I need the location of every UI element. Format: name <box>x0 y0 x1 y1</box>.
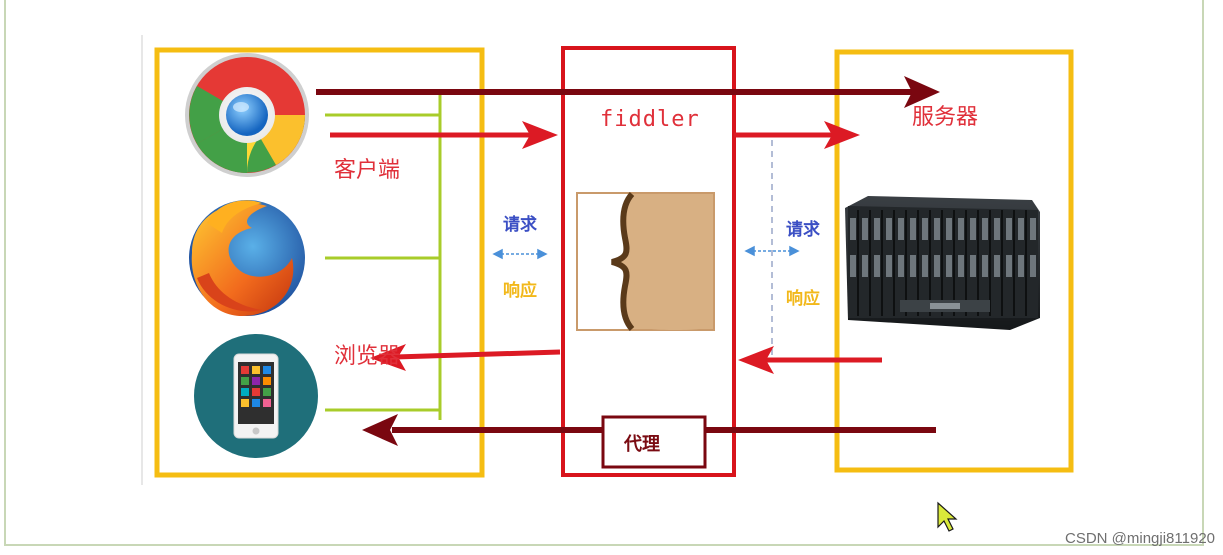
proxy-label: 代理 <box>624 430 660 456</box>
left-bidirectional-arrow-icon <box>494 250 546 258</box>
fiddler-logo-icon <box>576 192 715 331</box>
direct-request-arrow <box>316 76 940 108</box>
client-to-fiddler-arrow <box>330 121 558 149</box>
server-to-fiddler-arrow <box>738 346 882 374</box>
fiddler-label: fiddler <box>600 107 700 132</box>
right-response-label: 响应 <box>786 284 820 309</box>
client-connector-lines <box>325 95 440 420</box>
left-response-label: 响应 <box>503 276 537 301</box>
server-label: 服务器 <box>912 99 978 131</box>
watermark: CSDN @mingji811920 <box>1065 530 1215 547</box>
fiddler-to-server-arrow <box>734 121 860 149</box>
mobile-phone-icon <box>194 334 318 458</box>
chrome-browser-icon <box>185 53 309 177</box>
mouse-cursor-icon <box>938 503 956 531</box>
left-request-label: 请求 <box>503 210 537 235</box>
server-rack-icon <box>845 196 1040 330</box>
right-request-label: 请求 <box>786 215 820 240</box>
browser-label: 浏览器 <box>334 338 400 370</box>
firefox-browser-icon <box>189 200 305 316</box>
client-label: 客户端 <box>334 152 400 184</box>
